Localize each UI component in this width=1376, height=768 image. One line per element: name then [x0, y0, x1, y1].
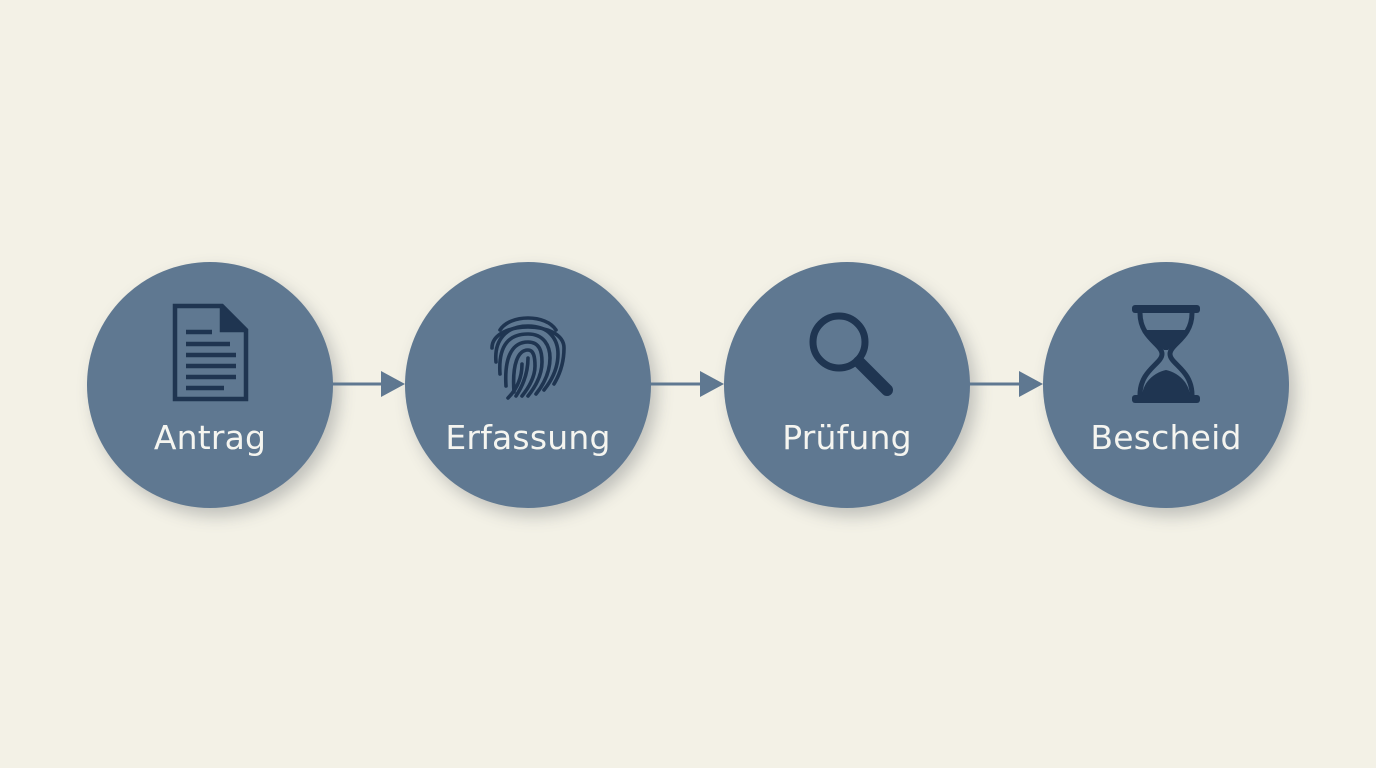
arrow-connector: [331, 371, 405, 397]
magnifier-icon: [809, 312, 893, 396]
step-label: Erfassung: [445, 418, 611, 457]
step-bescheid: Bescheid: [1043, 262, 1289, 508]
step-label: Bescheid: [1090, 418, 1242, 457]
step-label: Antrag: [153, 418, 267, 457]
arrow-connector: [650, 371, 724, 397]
step-erfassung: Erfassung: [405, 262, 651, 508]
hourglass-icon: [1132, 305, 1200, 403]
step-pruefung: Prüfung: [724, 262, 970, 508]
step-label: Prüfung: [782, 418, 912, 457]
arrow-connector: [969, 371, 1043, 397]
fingerprint-icon: [490, 316, 566, 400]
step-antrag: Antrag: [87, 262, 333, 508]
document-icon: [172, 303, 249, 402]
